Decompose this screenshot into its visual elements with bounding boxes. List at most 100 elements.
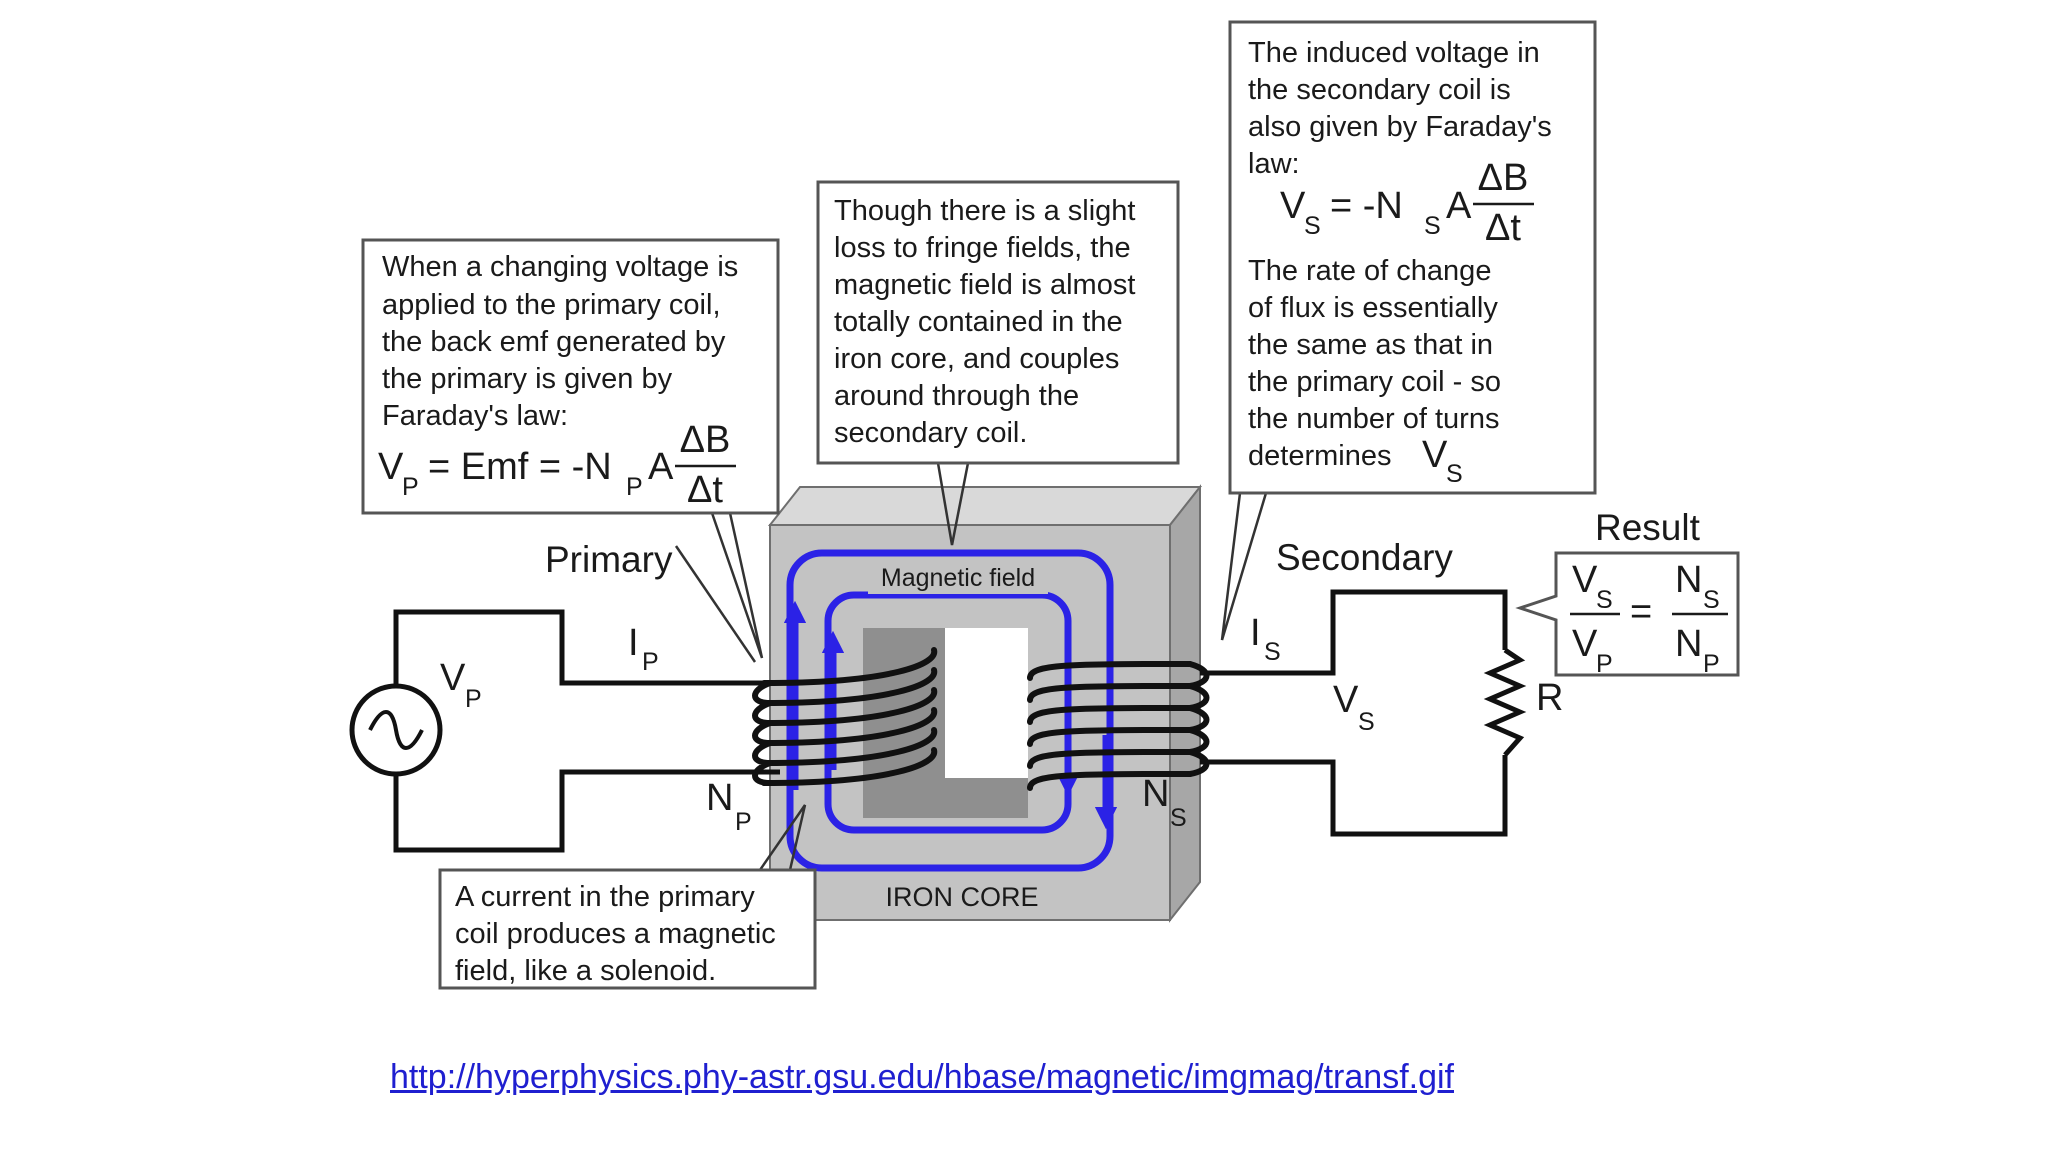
primary-coil-turn [761, 687, 938, 726]
secondary-callout-text: The rate of change [1248, 255, 1491, 287]
primary-circuit: V P I P N P Primary [349, 539, 780, 853]
resistor-symbol [1483, 647, 1527, 757]
solenoid-callout-text: field, like a solenoid. [455, 955, 716, 987]
ip-label: I [628, 622, 639, 664]
core-top-face [767, 486, 1203, 526]
ip-label-sub: P [642, 648, 659, 676]
source-url-link[interactable]: http://hyperphysics.phy-astr.gsu.edu/hba… [390, 1058, 1454, 1096]
magnetic-field-label-bg [868, 562, 1048, 594]
result-rhs-den-sub: P [1703, 650, 1720, 678]
eq-primary-lhs: V [378, 446, 404, 488]
primary-label-pointer [674, 545, 757, 663]
primary-coil-turn [761, 707, 938, 746]
vp-label: V [440, 657, 466, 699]
ns-label: N [1142, 773, 1169, 815]
iron-core-label: IRON CORE [885, 882, 1038, 912]
result-lhs-num: V [1572, 559, 1598, 601]
np-label: N [706, 777, 733, 819]
secondary-faraday-equation: V S = -N S A ΔB Δt [1280, 157, 1534, 249]
result-equals: = [1630, 591, 1652, 633]
solenoid-callout-pointer [758, 804, 807, 871]
secondary-coil-turn [1027, 661, 1193, 681]
vs-label-sub: S [1358, 708, 1375, 736]
ns-label-sub: S [1170, 804, 1187, 832]
core-side-face [1169, 484, 1201, 923]
primary-wire-top [393, 609, 780, 686]
primary-coil-side [752, 680, 773, 786]
determines-vs: V [1422, 434, 1448, 476]
r-label: R [1536, 677, 1563, 719]
eq-secondary-factor: A [1446, 185, 1472, 227]
primary-callout-text: the back emf generated by [382, 326, 726, 358]
result-rhs-den: N [1675, 623, 1702, 665]
primary-coil-turn [761, 727, 938, 766]
is-label: I [1250, 612, 1261, 654]
solenoid-callout-text: coil produces a magnetic [455, 918, 776, 950]
secondary-callout-text: the primary coil - so [1248, 366, 1501, 398]
determines-vs-sub: S [1446, 460, 1463, 488]
core-callout-text: loss to fringe fields, the [834, 232, 1131, 264]
core-callout-box [816, 180, 1180, 465]
solenoid-callout: A current in the primary coil produces a… [438, 804, 817, 990]
eq-primary-den: Δt [687, 469, 723, 511]
eq-primary-mid: = Emf = -N [428, 446, 612, 488]
secondary-callout-text: of flux is essentially [1248, 292, 1498, 324]
primary-label: Primary [545, 539, 673, 580]
secondary-coil-turn [1027, 683, 1193, 703]
eq-secondary-den: Δt [1485, 207, 1521, 249]
eq-secondary-mid-sub: S [1424, 212, 1441, 240]
secondary-wire-top [1200, 589, 1508, 676]
eq-secondary-lhs: V [1280, 185, 1306, 227]
secondary-coil-turn [1027, 705, 1193, 725]
primary-wire-bottom [393, 769, 780, 853]
secondary-coil-turn [1027, 749, 1193, 769]
vs-label: V [1333, 679, 1359, 721]
eq-secondary-mid: = -N [1330, 185, 1403, 227]
eq-secondary-num: ΔB [1478, 157, 1529, 199]
secondary-callout-text: The induced voltage in [1248, 37, 1540, 69]
primary-coil-turn [761, 747, 938, 786]
eq-primary-mid-sub: P [626, 473, 643, 501]
primary-callout-text: applied to the primary coil, [382, 289, 721, 321]
primary-coil [752, 647, 938, 786]
primary-callout-text: Faraday's law: [382, 400, 568, 432]
secondary-callout-text: the same as that in [1248, 329, 1493, 361]
core-callout-pointer [936, 462, 970, 546]
secondary-callout-box [1228, 20, 1597, 495]
magnetic-field-label: Magnetic field [881, 564, 1035, 592]
primary-coil-turn [761, 667, 938, 706]
is-label-sub: S [1264, 638, 1281, 666]
primary-callout-text: the primary is given by [382, 363, 673, 395]
eq-primary-num: ΔB [680, 419, 731, 461]
secondary-callout-text: law: [1248, 148, 1300, 180]
primary-callout-box [361, 238, 780, 515]
result-rhs-num-sub: S [1703, 586, 1720, 614]
core-callout-text: magnetic field is almost [834, 269, 1135, 301]
core-callout-text: totally contained in the [834, 306, 1123, 338]
primary-coil-turn [761, 647, 938, 686]
eq-primary-factor: A [648, 446, 674, 488]
ac-sine-icon [368, 710, 424, 750]
core-callout-text: around through the [834, 380, 1079, 412]
solenoid-callout-text: A current in the primary [455, 881, 755, 913]
primary-callout: When a changing voltage is applied to th… [361, 238, 780, 663]
eq-primary-lhs-sub: P [402, 473, 419, 501]
result-rhs-num: N [1675, 559, 1702, 601]
core-window [945, 628, 1028, 778]
secondary-coil-turn [1027, 727, 1193, 747]
secondary-label: Secondary [1276, 537, 1453, 578]
result-box [1515, 551, 1740, 677]
core-callout: Though there is a slight loss to fringe … [816, 180, 1180, 546]
core-callout-text: secondary coil. [834, 417, 1027, 449]
secondary-callout-text: determines [1248, 440, 1391, 472]
result-lhs-den: V [1572, 623, 1598, 665]
result-title: Result [1595, 507, 1701, 548]
primary-callout-pointer [710, 512, 764, 659]
secondary-coil-turn [1027, 771, 1193, 791]
solenoid-callout-box [438, 868, 817, 990]
secondary-callout: The induced voltage in the secondary coi… [1220, 20, 1597, 641]
result-callout: Result V S V P = N S N P [1515, 507, 1740, 678]
np-label-sub: P [735, 808, 752, 836]
